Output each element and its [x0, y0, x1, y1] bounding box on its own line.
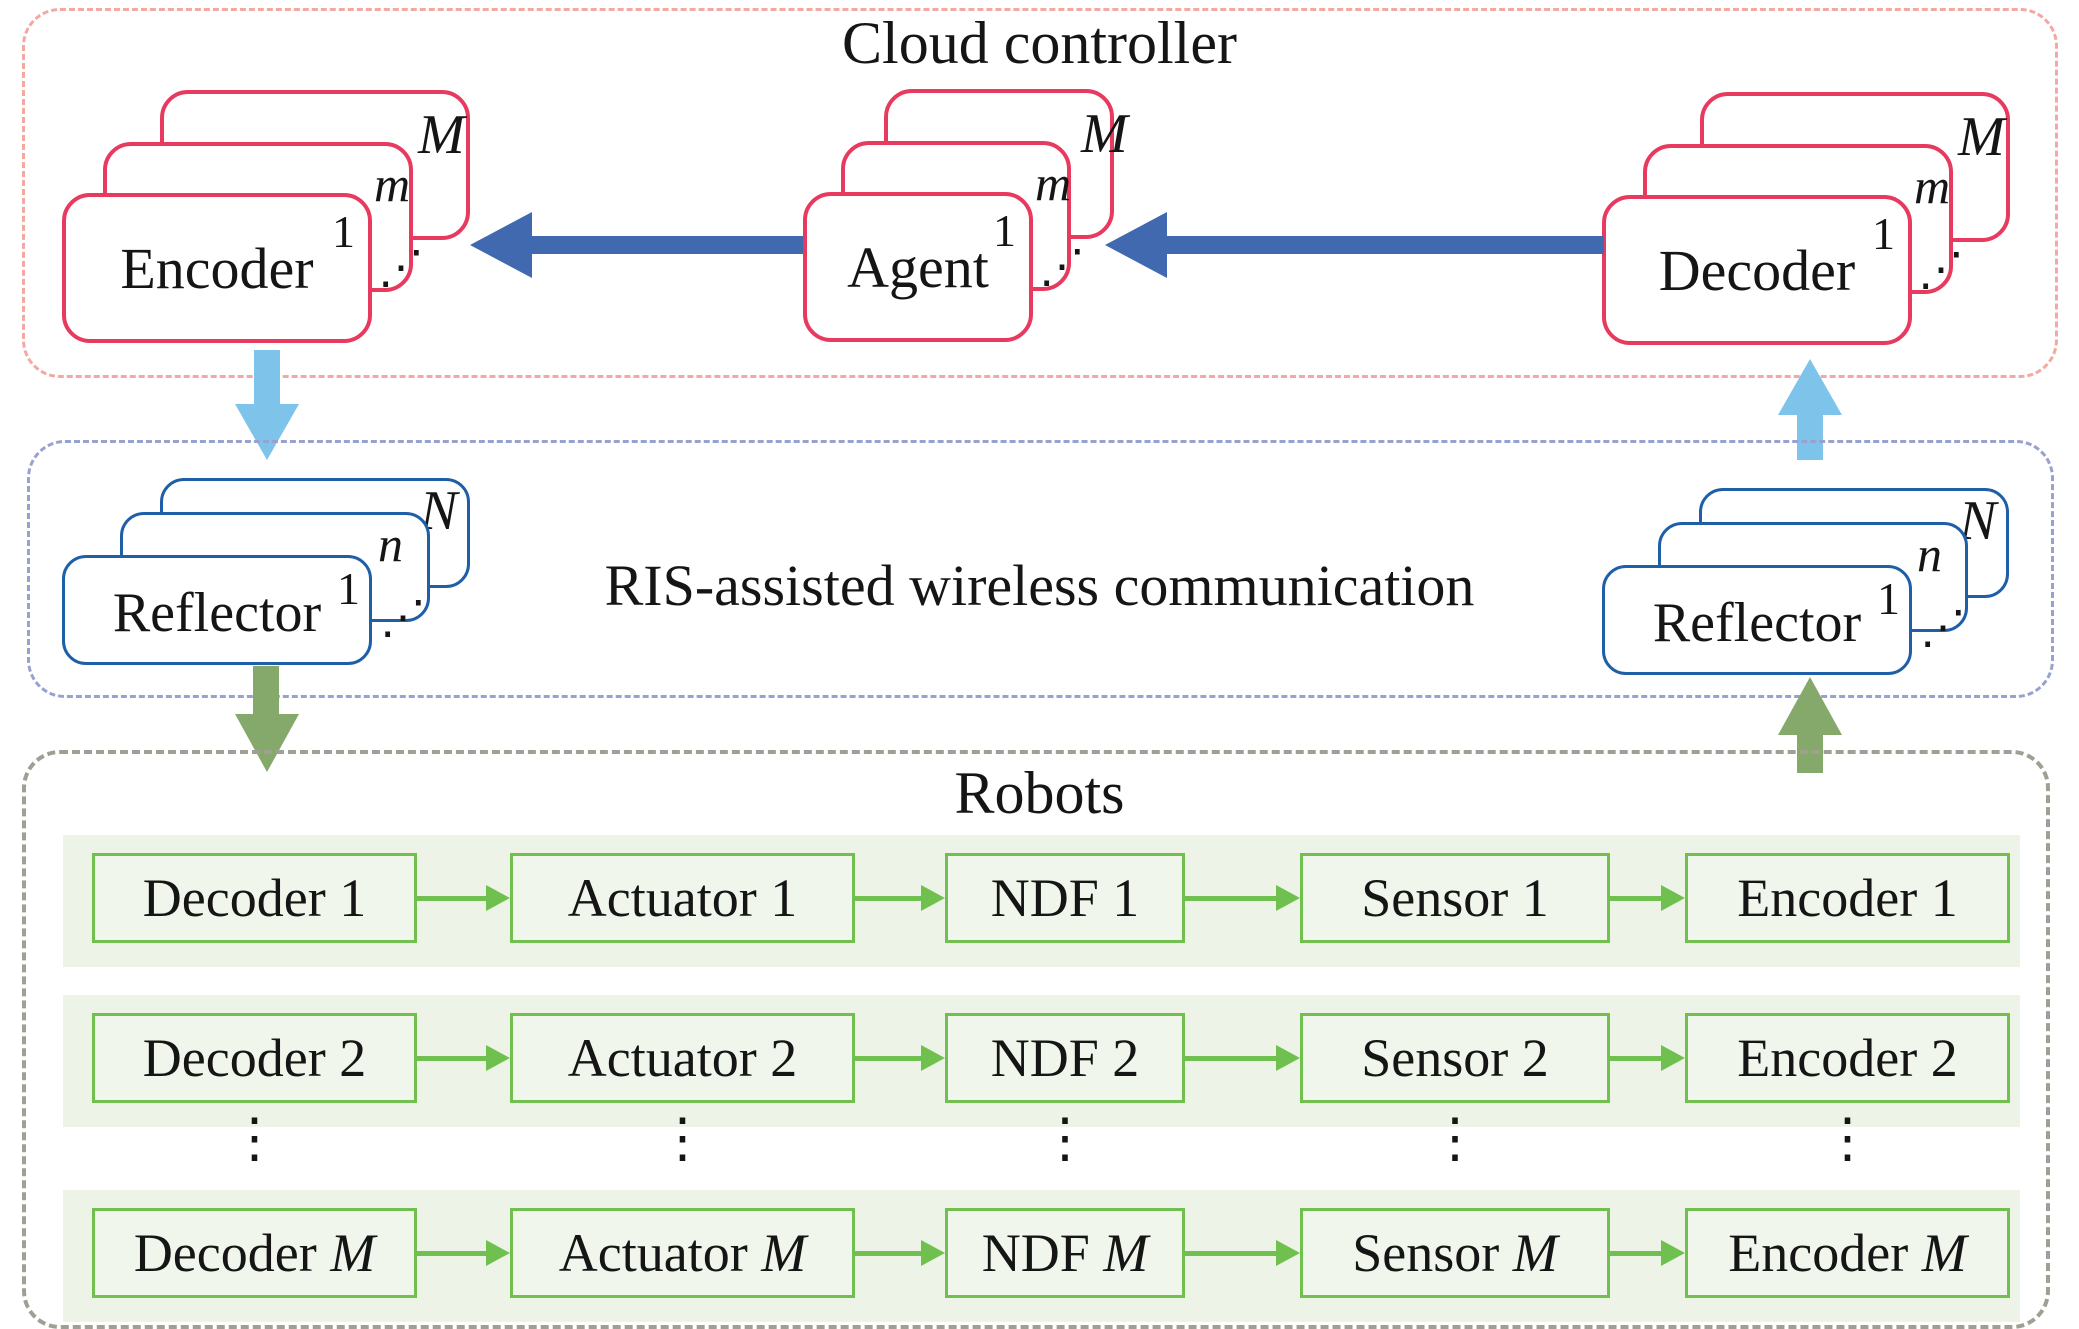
- robot-cell-sensor-m: Sensor M: [1300, 1208, 1610, 1298]
- robot-arrow-shaft: [1610, 895, 1663, 901]
- decoder-stack-ellipsis-icon: ⋰: [1918, 244, 1966, 295]
- agent-sup-mid: m: [1035, 155, 1072, 211]
- agent-card-front: Agent 1: [803, 192, 1033, 342]
- reflector-left-card-front: Reflector 1: [62, 555, 372, 665]
- arrow-reflector-to-decoder-shaft: [1797, 413, 1823, 460]
- robot-cell-decoder-1: Decoder 1: [92, 853, 417, 943]
- reflector-left-ellipsis-icon: ⋰: [380, 592, 428, 643]
- robot-cell-decoder-2: Decoder 2: [92, 1013, 417, 1103]
- robot-cell-actuator-1: Actuator 1: [510, 853, 855, 943]
- robot-arrow-shaft: [855, 895, 923, 901]
- robot-arrow-shaft: [1185, 895, 1278, 901]
- arrow-agent-to-encoder-shaft: [528, 236, 803, 254]
- robots-vertical-ellipsis-icon: ⋮: [227, 1108, 282, 1168]
- robot-arrow-shaft: [417, 895, 488, 901]
- robot-arrow-head-icon: [1276, 885, 1300, 911]
- arrow-agent-to-encoder-head-icon: [470, 212, 532, 278]
- arrow-reflector-to-decoder-head-icon: [1778, 359, 1842, 415]
- robot-arrow-shaft: [855, 1055, 923, 1061]
- robot-cell-ndf-m: NDF M: [945, 1208, 1185, 1298]
- reflector-right-ellipsis-icon: ⋰: [1920, 602, 1968, 653]
- robots-vertical-ellipsis-icon: ⋮: [1428, 1108, 1482, 1168]
- arrow-decoder-to-agent-head-icon: [1105, 212, 1167, 278]
- agent-label: Agent: [847, 234, 989, 300]
- arrow-encoder-to-reflector-head-icon: [235, 404, 299, 460]
- robot-arrow-head-icon: [486, 1045, 510, 1071]
- ris-frame: [27, 440, 2054, 698]
- encoder-label: Encoder: [120, 235, 314, 301]
- reflector-left-sup-front: 1: [337, 563, 360, 614]
- robot-cell-encoder-m: Encoder M: [1685, 1208, 2010, 1298]
- arrow-encoder-to-reflector-shaft: [254, 350, 280, 406]
- robot-arrow-head-icon: [1276, 1045, 1300, 1071]
- arrow-reflector-to-robots-head-icon: [235, 714, 299, 772]
- arrow-decoder-to-agent-shaft: [1163, 236, 1604, 254]
- robot-arrow-shaft: [1610, 1250, 1663, 1256]
- agent-stack-ellipsis-icon: ⋰: [1039, 241, 1087, 292]
- robot-arrow-shaft: [417, 1055, 488, 1061]
- encoder-sup-mid: m: [374, 156, 411, 212]
- robots-vertical-ellipsis-icon: ⋮: [1820, 1108, 1875, 1168]
- robot-arrow-head-icon: [1276, 1240, 1300, 1266]
- cloud-controller-title: Cloud controller: [842, 10, 1237, 76]
- robot-cell-encoder-1: Encoder 1: [1685, 853, 2010, 943]
- robot-arrow-shaft: [1185, 1055, 1278, 1061]
- robot-cell-sensor-2: Sensor 2: [1300, 1013, 1610, 1103]
- robot-arrow-head-icon: [1661, 885, 1685, 911]
- robots-vertical-ellipsis-icon: ⋮: [655, 1108, 710, 1168]
- encoder-sup-back: M: [418, 104, 465, 166]
- robot-arrow-head-icon: [921, 885, 945, 911]
- robot-arrow-head-icon: [486, 885, 510, 911]
- robots-vertical-ellipsis-icon: ⋮: [1038, 1108, 1092, 1168]
- decoder-sup-mid: m: [1914, 158, 1951, 214]
- decoder-sup-front: 1: [1872, 208, 1895, 259]
- robot-arrow-head-icon: [921, 1240, 945, 1266]
- decoder-card-front: Decoder 1: [1602, 195, 1912, 345]
- reflector-right-sup-front: 1: [1877, 573, 1900, 624]
- robot-arrow-shaft: [417, 1250, 488, 1256]
- robot-cell-encoder-2: Encoder 2: [1685, 1013, 2010, 1103]
- reflector-right-sup-mid: n: [1917, 526, 1942, 582]
- robot-cell-ndf-2: NDF 2: [945, 1013, 1185, 1103]
- reflector-right-label: Reflector: [1652, 592, 1862, 654]
- reflector-right-card-front: Reflector 1: [1602, 565, 1912, 675]
- robot-arrow-shaft: [1185, 1250, 1278, 1256]
- encoder-card-front: Encoder 1: [62, 193, 372, 343]
- robots-title: Robots: [954, 760, 1125, 826]
- robot-cell-actuator-m: Actuator M: [510, 1208, 855, 1298]
- arrow-robots-to-reflector-head-icon: [1778, 677, 1842, 735]
- robot-cell-decoder-m: Decoder M: [92, 1208, 417, 1298]
- cloud-controller-frame: [22, 8, 2058, 378]
- decoder-sup-back: M: [1958, 106, 2005, 168]
- robot-arrow-head-icon: [1661, 1240, 1685, 1266]
- robot-cell-ndf-1: NDF 1: [945, 853, 1185, 943]
- robot-arrow-head-icon: [486, 1240, 510, 1266]
- agent-sup-back: M: [1081, 103, 1128, 165]
- ris-title: RIS-assisted wireless communication: [604, 553, 1475, 618]
- decoder-label: Decoder: [1658, 237, 1856, 303]
- robot-arrow-shaft: [1610, 1055, 1663, 1061]
- robots-frame: [22, 750, 2050, 1329]
- robot-arrow-head-icon: [921, 1045, 945, 1071]
- agent-sup-front: 1: [993, 205, 1016, 256]
- encoder-sup-front: 1: [332, 206, 355, 257]
- robot-cell-actuator-2: Actuator 2: [510, 1013, 855, 1103]
- robot-cell-sensor-1: Sensor 1: [1300, 853, 1610, 943]
- reflector-left-label: Reflector: [112, 582, 322, 644]
- arrow-reflector-to-robots-shaft: [253, 666, 279, 716]
- robot-arrow-shaft: [855, 1250, 923, 1256]
- reflector-left-sup-mid: n: [378, 516, 403, 572]
- robot-arrow-head-icon: [1661, 1045, 1685, 1071]
- encoder-stack-ellipsis-icon: ⋰: [378, 242, 426, 293]
